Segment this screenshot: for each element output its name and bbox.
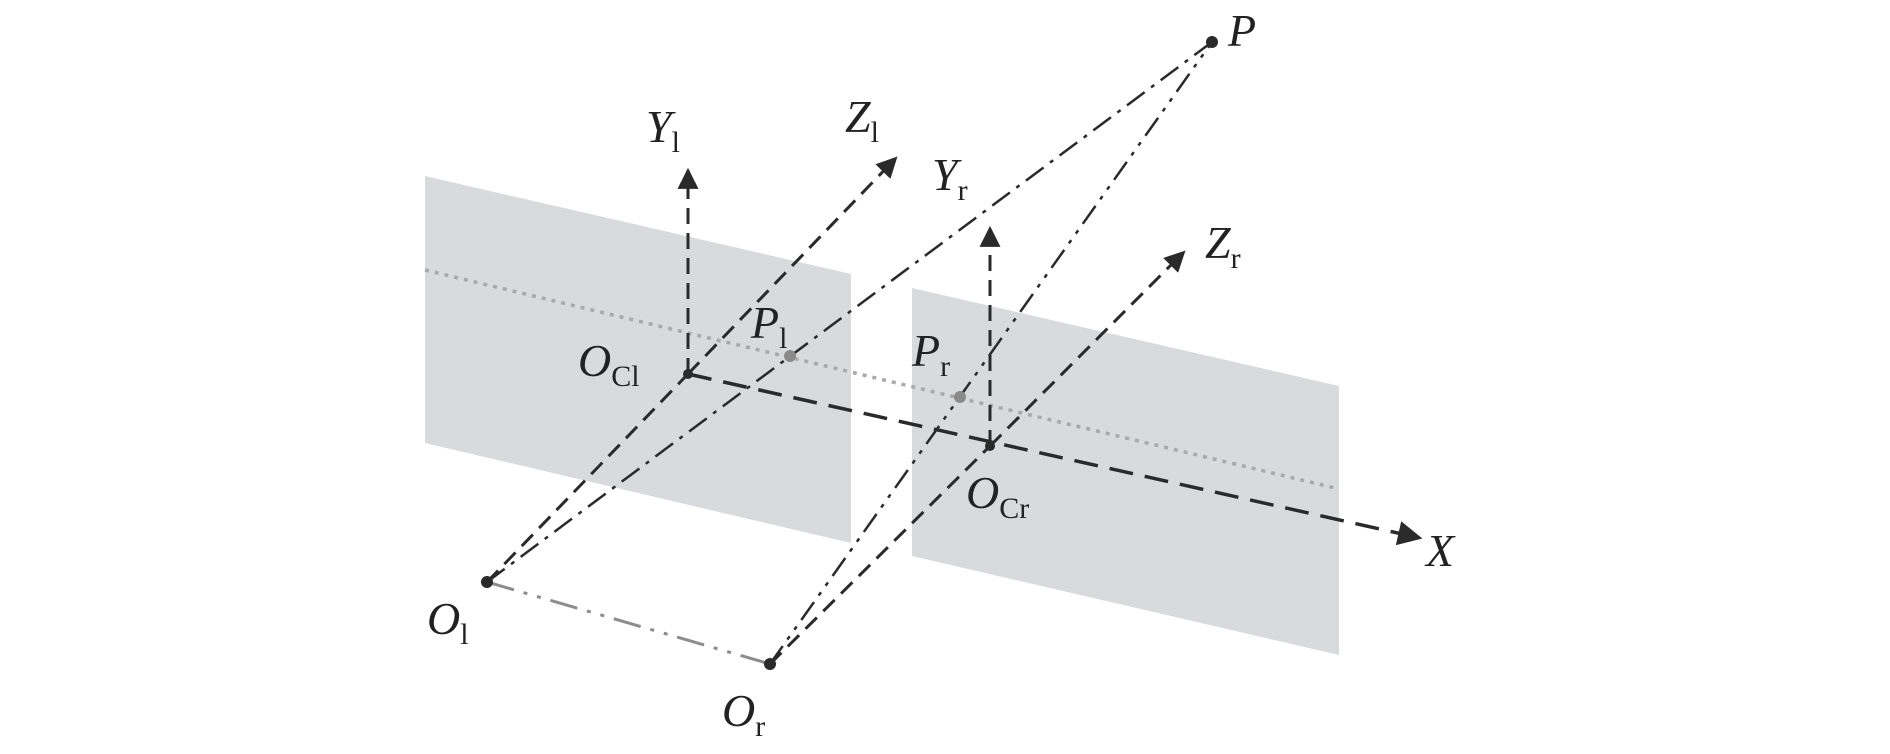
point-o-cr [985, 441, 995, 451]
label-p-right: Pr [911, 325, 950, 383]
left-image-plane [425, 176, 851, 543]
label-o-cr: OCr [966, 467, 1029, 525]
label-x: X [1424, 525, 1456, 576]
label-y-left: Yl [646, 101, 680, 159]
z-right-axis [988, 250, 1186, 448]
ray-left-to-p [486, 40, 1213, 584]
x-axis [687, 372, 1423, 546]
point-p [1206, 36, 1218, 48]
baseline-line [486, 580, 771, 666]
label-p: P [1227, 5, 1256, 56]
label-p-left: Pl [750, 297, 787, 355]
label-z-left: Zl [845, 91, 879, 149]
ray-right-to-p [768, 41, 1214, 665]
label-y-right: Yr [932, 149, 968, 207]
point-o-r [764, 658, 776, 670]
point-p-r [954, 391, 966, 403]
label-o-cl: OCl [578, 335, 640, 393]
point-o-cl [683, 369, 693, 379]
label-o-right: Or [722, 685, 765, 743]
point-p-l [784, 350, 796, 362]
right-focal-line [768, 444, 992, 666]
label-z-right: Zr [1205, 217, 1241, 275]
label-o-left: Ol [427, 593, 469, 651]
point-o-l [481, 576, 493, 588]
